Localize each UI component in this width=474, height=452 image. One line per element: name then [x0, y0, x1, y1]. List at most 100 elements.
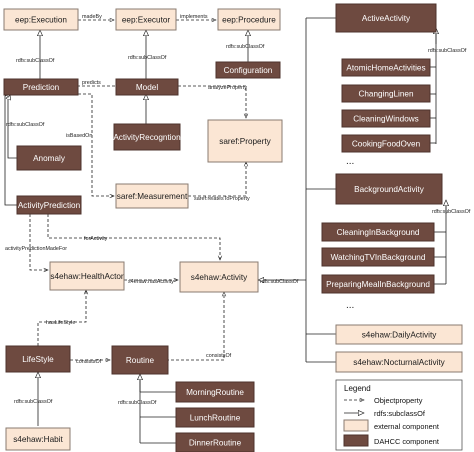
- svg-text:BackgroundActivity: BackgroundActivity: [354, 185, 425, 194]
- node-model[interactable]: Model: [115, 78, 179, 96]
- edge-label-predicts: predicts: [82, 80, 101, 86]
- edge-label-madeby: madeBy: [82, 14, 102, 20]
- svg-text:saref:Property: saref:Property: [219, 137, 271, 146]
- background-more-ellipsis: ...: [346, 300, 354, 311]
- svg-text:Prediction: Prediction: [23, 83, 60, 92]
- svg-text:s4ehaw:DailyActivity: s4ehaw:DailyActivity: [362, 331, 438, 340]
- svg-text:Model: Model: [136, 83, 158, 92]
- node-s4ehaw-nocturnalactivity[interactable]: s4ehaw:NocturnalActivity: [335, 351, 463, 373]
- svg-text:eep:Executor: eep:Executor: [122, 16, 171, 25]
- node-anomaly[interactable]: Anomaly: [16, 145, 82, 171]
- node-cleaninginbackground[interactable]: CleaningInBackground: [321, 222, 435, 242]
- edge-consistsof-2: [156, 292, 224, 361]
- edge-label-analyzeproperty: analyzeProperty: [208, 85, 247, 91]
- node-prediction[interactable]: Prediction: [3, 78, 79, 96]
- edge-label-foractivity: forActivity: [84, 236, 108, 242]
- node-atomichomeactivities[interactable]: AtomicHomeActivities: [341, 58, 431, 77]
- edge-relatestoproperty: [188, 162, 246, 197]
- edge-label-isbasedon: isBasedOn: [66, 133, 92, 139]
- svg-text:AtomicHomeActivities: AtomicHomeActivities: [346, 64, 425, 73]
- svg-text:s4ehaw:NocturnalActivity: s4ehaw:NocturnalActivity: [353, 358, 445, 367]
- svg-text:s4ehaw:HealthActor: s4ehaw:HealthActor: [50, 272, 124, 281]
- node-eep-executor[interactable]: eep:Executor: [115, 8, 177, 31]
- svg-text:s4ehaw:Activity: s4ehaw:Activity: [191, 273, 248, 282]
- node-saref-property[interactable]: saref:Property: [207, 119, 283, 163]
- node-eep-procedure[interactable]: eep:Procedure: [217, 8, 281, 31]
- edge-label-subclass-proc: rdfs:subClassOf: [226, 44, 265, 50]
- svg-text:ActivityRecogntion: ActivityRecogntion: [113, 133, 181, 142]
- svg-text:Routine: Routine: [126, 356, 155, 365]
- legend-subclassof-label: rdfs:subclassOf: [374, 409, 426, 418]
- node-lifestyle[interactable]: LifeStyle: [5, 345, 71, 373]
- svg-text:WatchingTVInBackground: WatchingTVInBackground: [331, 253, 426, 262]
- legend-title: Legend: [344, 384, 371, 393]
- edge-haslifestyle: [37, 290, 86, 346]
- edge-label-subclass-background: rdfs:subClassOf: [432, 209, 471, 215]
- node-watchingtvinbackground[interactable]: WatchingTVInBackground: [321, 247, 435, 267]
- edge-label-consistsof-2: consistsOf: [206, 353, 232, 359]
- edge-label-implements: implements: [180, 14, 208, 20]
- svg-text:Anomaly: Anomaly: [33, 154, 66, 163]
- svg-text:MorningRoutine: MorningRoutine: [186, 388, 244, 397]
- edge-label-consistsof-1: consistsOf: [76, 359, 102, 365]
- svg-text:ActiveActivity: ActiveActivity: [362, 14, 411, 23]
- edge-label-subclass-model: rdfs:subClassOf: [128, 55, 167, 61]
- node-s4ehaw-habit[interactable]: s4ehaw:Habit: [5, 427, 71, 451]
- edge-label-subclass-routine: rdfs:subClassOf: [118, 400, 157, 406]
- legend-objectproperty-label: Objectproperty: [374, 396, 423, 405]
- active-more-ellipsis: ...: [346, 156, 354, 167]
- node-s4ehaw-dailyactivity[interactable]: s4ehaw:DailyActivity: [335, 324, 463, 345]
- node-configuration[interactable]: Configuration: [215, 61, 281, 79]
- edge-label-relatestoproperty: saref:relatesToProperty: [194, 196, 250, 202]
- svg-text:DinnerRoutine: DinnerRoutine: [189, 439, 242, 448]
- node-activityrecognition[interactable]: ActivityRecogntion: [113, 123, 181, 151]
- svg-text:ActivityPrediction: ActivityPrediction: [18, 201, 81, 210]
- edge-label-subclass-habit: rdfs:subClassOf: [14, 399, 53, 405]
- edge-label-activitypredictionmadefor: activityPredictionMadeFor: [5, 246, 67, 252]
- edge-isbasedon: [78, 93, 114, 196]
- node-activityprediction[interactable]: ActivityPrediction: [16, 195, 82, 215]
- svg-text:CleaningWindows: CleaningWindows: [353, 115, 419, 124]
- edge-label-haslifestyle: hasLifeStyle: [46, 320, 75, 326]
- edge-label-subclass-pred: rdfs:subClassOf: [6, 122, 45, 128]
- svg-text:eep:Execution: eep:Execution: [15, 16, 67, 25]
- node-routine[interactable]: Routine: [111, 345, 169, 375]
- edge-label-subclass-exec: rdfs:subClassOf: [16, 58, 55, 64]
- node-cookingfoodoven[interactable]: CookingFoodOven: [341, 134, 431, 153]
- legend-dahcc-label: DAHCC component: [374, 437, 439, 446]
- svg-text:CleaningInBackground: CleaningInBackground: [337, 228, 420, 237]
- nodes: eep:Execution eep:Executor eep:Procedure…: [3, 3, 463, 452]
- edge-label-subclass-active: rdfs:subClassOf: [428, 48, 467, 54]
- svg-text:eep:Procedure: eep:Procedure: [222, 16, 276, 25]
- edge-activitypredictionmadefor: [29, 214, 48, 270]
- svg-text:saref:Measurement: saref:Measurement: [117, 192, 188, 201]
- legend: Legend Objectproperty rdfs:subclassOf ex…: [335, 379, 463, 451]
- node-saref-measurement[interactable]: saref:Measurement: [115, 183, 189, 209]
- node-cleaningwindows[interactable]: CleaningWindows: [341, 109, 431, 128]
- edge-actpred-subclass-prediction: [4, 93, 17, 206]
- legend-external-label: external component: [374, 422, 439, 431]
- node-backgroundactivity[interactable]: BackgroundActivity: [335, 173, 443, 205]
- svg-text:LifeStyle: LifeStyle: [22, 355, 54, 364]
- node-activeactivity[interactable]: ActiveActivity: [335, 3, 437, 33]
- node-morningroutine[interactable]: MorningRoutine: [175, 381, 255, 403]
- svg-text:Configuration: Configuration: [224, 66, 273, 75]
- svg-text:LunchRoutine: LunchRoutine: [190, 414, 241, 423]
- edge-label-subclass-activity: rdfs:subClassOf: [260, 279, 299, 285]
- edges: madeBy implements rdfs:subClassOf rdfs:s…: [4, 14, 471, 444]
- node-s4ehaw-activity[interactable]: s4ehaw:Activity: [179, 261, 259, 293]
- edge-label-hasactivity: s4ehaw:hasActivity: [128, 279, 174, 285]
- node-changinglinen[interactable]: ChangingLinen: [341, 84, 431, 103]
- node-s4ehaw-healthactor[interactable]: s4ehaw:HealthActor: [49, 261, 125, 291]
- legend-external-swatch: [343, 419, 369, 432]
- svg-text:s4ehaw:Habit: s4ehaw:Habit: [13, 435, 63, 444]
- svg-text:CookingFoodOven: CookingFoodOven: [352, 140, 421, 149]
- node-eep-execution[interactable]: eep:Execution: [3, 8, 79, 31]
- svg-text:PreparingMealInBackground: PreparingMealInBackground: [326, 280, 430, 289]
- svg-text:ChangingLinen: ChangingLinen: [358, 90, 414, 99]
- node-lunchroutine[interactable]: LunchRoutine: [175, 407, 255, 428]
- legend-dahcc-swatch: [343, 434, 369, 447]
- node-dinnerroutine[interactable]: DinnerRoutine: [175, 432, 255, 452]
- node-preparingmealinbackground[interactable]: PreparingMealInBackground: [321, 274, 435, 294]
